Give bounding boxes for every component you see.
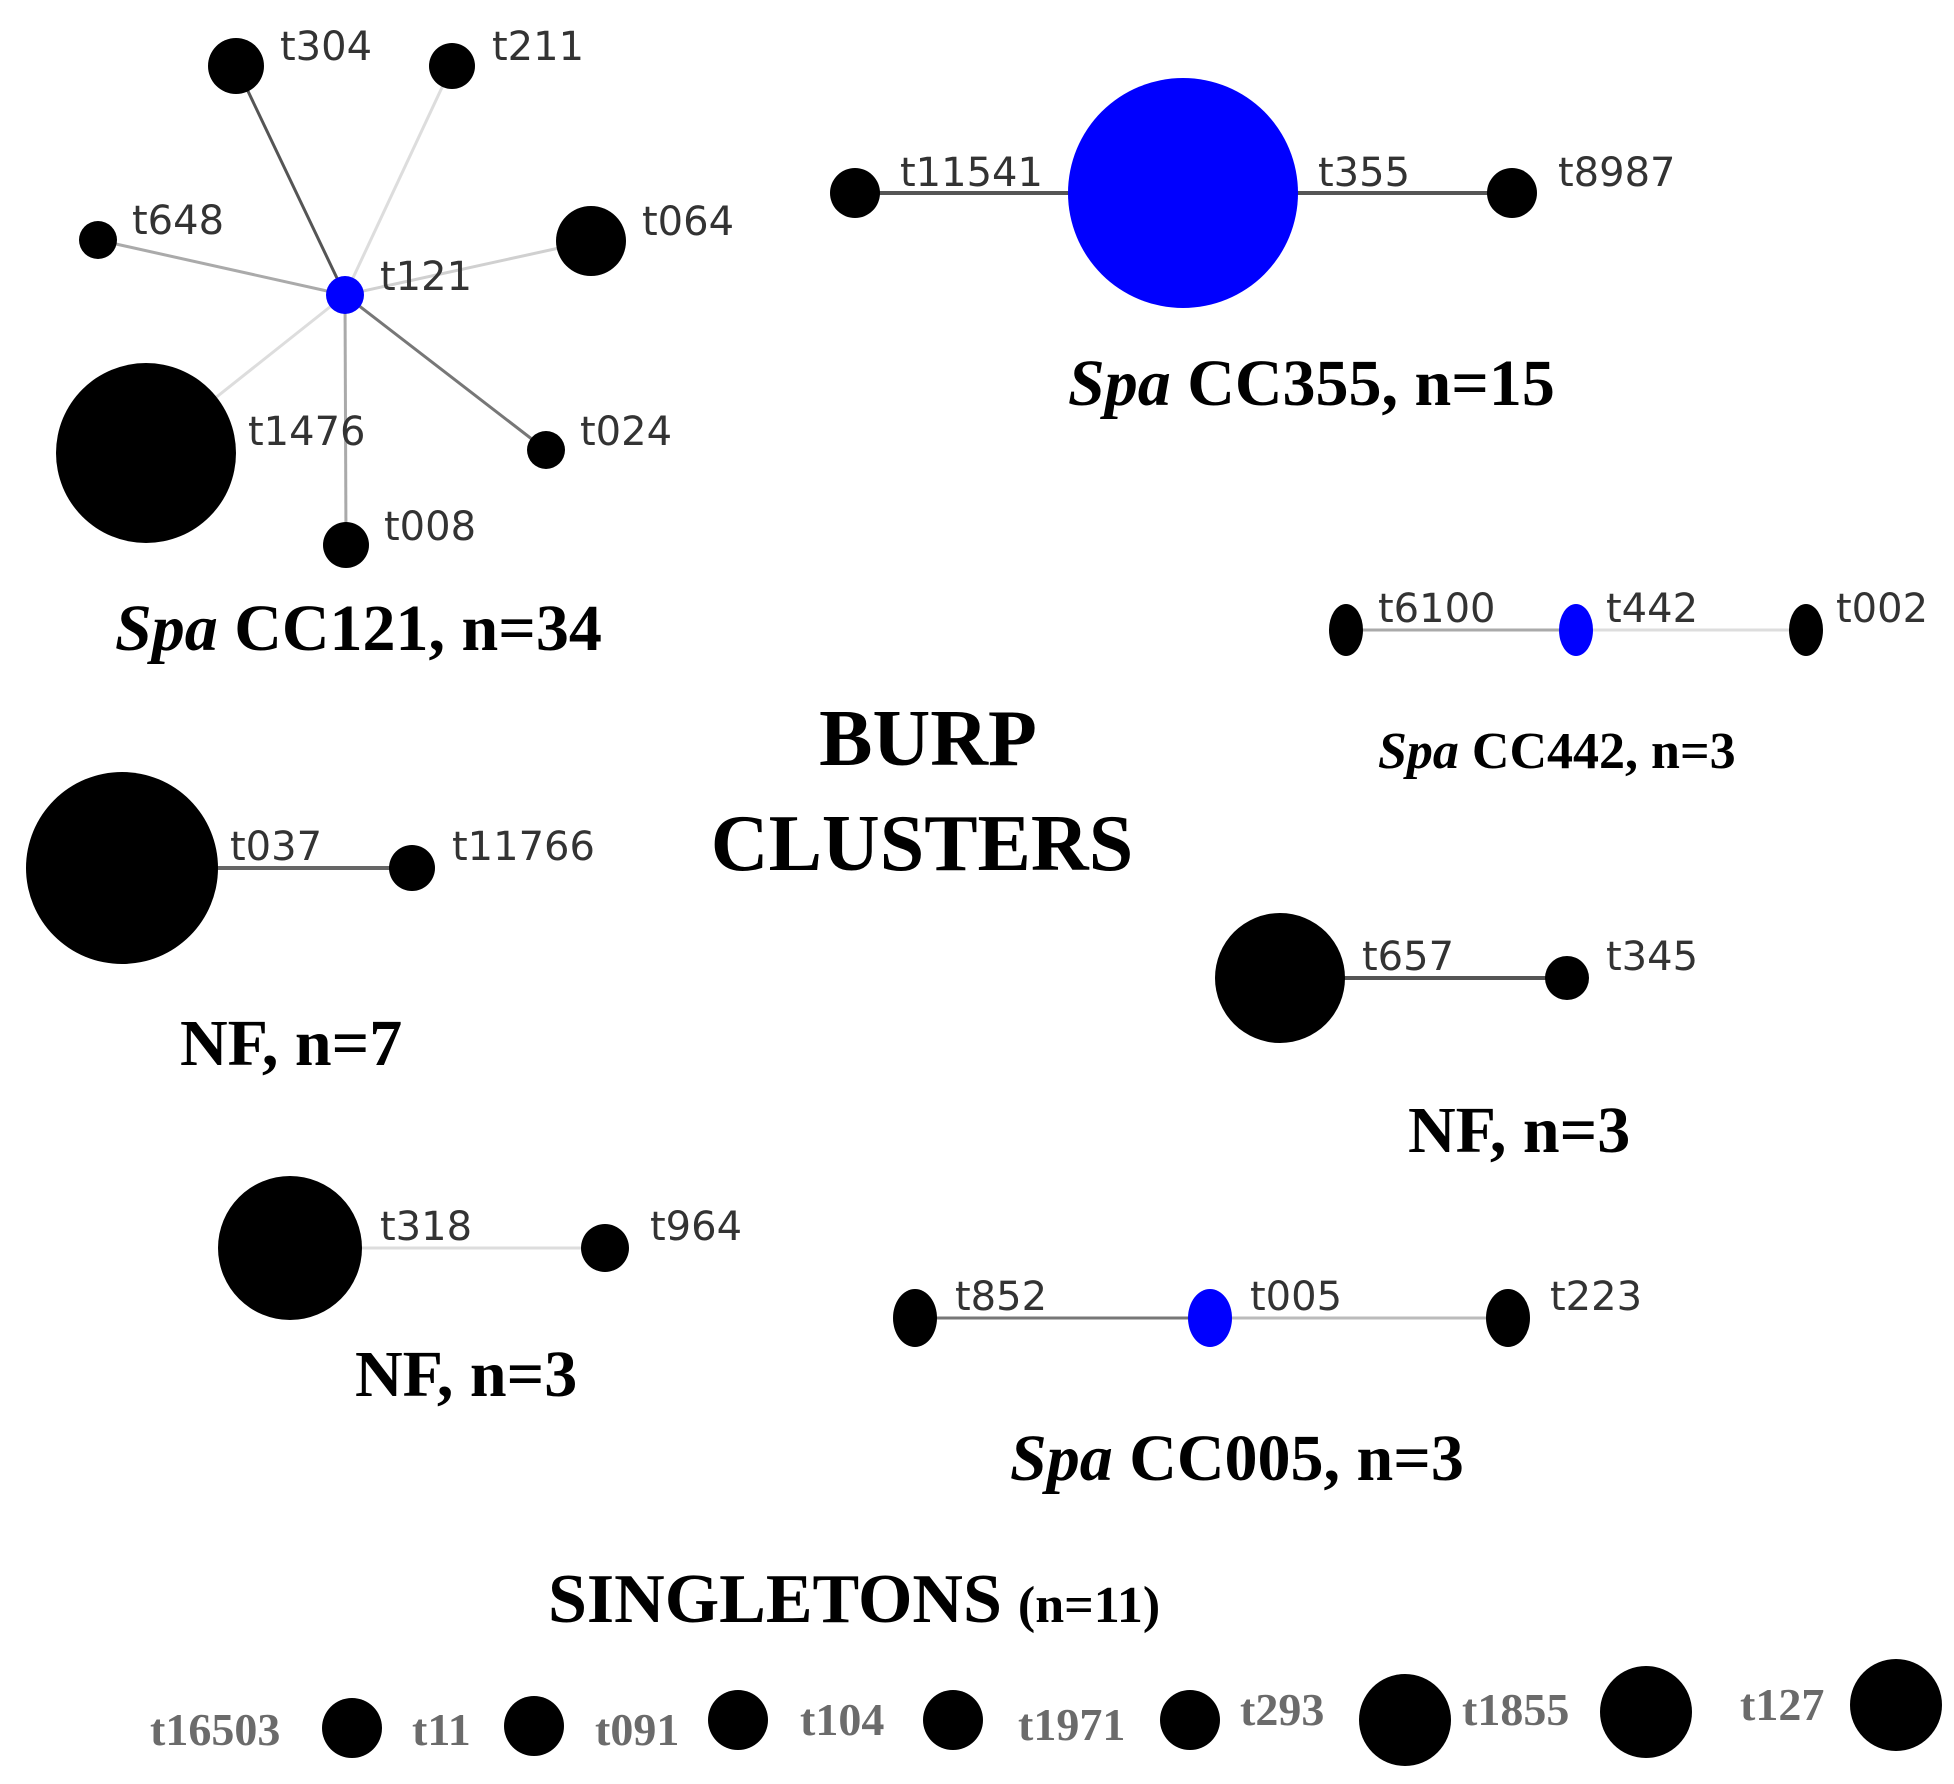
node-t304 — [208, 38, 264, 94]
singletons: SINGLETONS(n=11) t16503 t11 t091 t104 t1… — [150, 1561, 1942, 1766]
label-t008: t008 — [384, 504, 476, 550]
cluster-cc442: t6100 t442 t002 Spa CC442, n=3 — [1329, 586, 1928, 780]
diagram-title: BURP CLUSTERS — [711, 695, 1133, 888]
edge — [343, 294, 348, 546]
label-t1476: t1476 — [248, 409, 365, 455]
node-t657 — [1215, 913, 1345, 1043]
node-t8987 — [1487, 168, 1537, 218]
node-t121 — [326, 276, 364, 314]
node-t345 — [1545, 956, 1589, 1000]
singleton-label-t11: t11 — [412, 1704, 471, 1755]
singleton-label-t1971: t1971 — [1018, 1699, 1125, 1750]
caption-nf3a: NF, n=3 — [1408, 1094, 1630, 1167]
label-t304: t304 — [280, 24, 372, 70]
node-t11766 — [389, 845, 435, 891]
node-t355 — [1068, 78, 1298, 308]
label-t11766: t11766 — [452, 824, 595, 870]
edge — [344, 239, 592, 297]
node-t037 — [26, 772, 218, 964]
edge — [343, 65, 454, 296]
cluster-nf7: t037 t11766 NF, n=7 — [26, 772, 595, 1080]
node-t442 — [1559, 604, 1593, 656]
cluster-nf3b: t318 t964 NF, n=3 — [218, 1176, 742, 1411]
node-t852 — [893, 1289, 937, 1347]
singleton-node-t127 — [1850, 1659, 1942, 1751]
singleton-label-t16503: t16503 — [150, 1704, 280, 1755]
label-t8987: t8987 — [1558, 150, 1675, 196]
node-t008 — [323, 522, 369, 568]
singleton-label-t104: t104 — [800, 1694, 884, 1745]
singleton-node-t1855 — [1600, 1666, 1692, 1758]
label-t964: t964 — [650, 1204, 742, 1250]
node-t024 — [527, 431, 565, 469]
label-t121: t121 — [380, 254, 472, 300]
label-t442: t442 — [1606, 586, 1698, 632]
cluster-nf3a: t657 t345 NF, n=3 — [1215, 913, 1698, 1167]
edge — [344, 293, 547, 452]
singleton-node-t16503 — [322, 1698, 382, 1758]
node-t648 — [79, 221, 117, 259]
caption-nf3b: NF, n=3 — [355, 1338, 577, 1411]
node-t223 — [1486, 1289, 1530, 1347]
caption-cc121: Spa CC121, n=34 — [115, 592, 602, 665]
node-t964 — [581, 1224, 629, 1272]
singleton-label-t293: t293 — [1240, 1684, 1324, 1735]
label-t852: t852 — [955, 1274, 1047, 1320]
label-t064: t064 — [642, 199, 734, 245]
label-t037: t037 — [230, 824, 322, 870]
edge — [234, 65, 347, 296]
node-t002 — [1789, 604, 1823, 656]
node-t211 — [429, 43, 475, 89]
caption-cc355: Spa CC355, n=15 — [1068, 347, 1555, 420]
cluster-cc121: t304 t211 t648 t121 t064 t1476 t024 t008… — [56, 24, 734, 665]
label-t223: t223 — [1550, 1274, 1642, 1320]
caption-nf7: NF, n=7 — [180, 1007, 402, 1080]
node-t11541 — [830, 168, 880, 218]
label-t657: t657 — [1362, 934, 1454, 980]
caption-cc442: Spa CC442, n=3 — [1378, 723, 1736, 780]
label-t648: t648 — [132, 198, 224, 244]
singleton-node-t11 — [504, 1696, 564, 1756]
node-t6100 — [1329, 604, 1363, 656]
singleton-label-t091: t091 — [595, 1704, 679, 1755]
node-t318 — [218, 1176, 362, 1320]
singletons-title: SINGLETONS(n=11) — [548, 1561, 1160, 1638]
label-t318: t318 — [380, 1204, 472, 1250]
label-t211: t211 — [492, 24, 584, 70]
label-t355: t355 — [1318, 150, 1410, 196]
singleton-node-t091 — [708, 1690, 768, 1750]
singleton-node-t293 — [1359, 1674, 1451, 1766]
cluster-cc355: t11541 t355 t8987 Spa CC355, n=15 — [830, 78, 1675, 420]
node-t005 — [1188, 1289, 1232, 1347]
singleton-label-t127: t127 — [1740, 1679, 1824, 1730]
label-t024: t024 — [580, 409, 672, 455]
label-t11541: t11541 — [900, 150, 1043, 196]
node-t1476 — [56, 363, 236, 543]
label-t002: t002 — [1836, 586, 1928, 632]
label-t6100: t6100 — [1378, 586, 1495, 632]
label-t005: t005 — [1250, 1274, 1342, 1320]
edge — [97, 238, 346, 297]
singleton-node-t1971 — [1160, 1690, 1220, 1750]
caption-cc005: Spa CC005, n=3 — [1010, 1422, 1464, 1495]
cluster-cc005: t852 t005 t223 Spa CC005, n=3 — [893, 1274, 1642, 1495]
node-t064 — [556, 206, 626, 276]
title-line1: BURP — [819, 695, 1037, 783]
singleton-node-t104 — [923, 1690, 983, 1750]
title-line2: CLUSTERS — [711, 800, 1133, 888]
singleton-label-t1855: t1855 — [1462, 1684, 1569, 1735]
label-t345: t345 — [1606, 934, 1698, 980]
